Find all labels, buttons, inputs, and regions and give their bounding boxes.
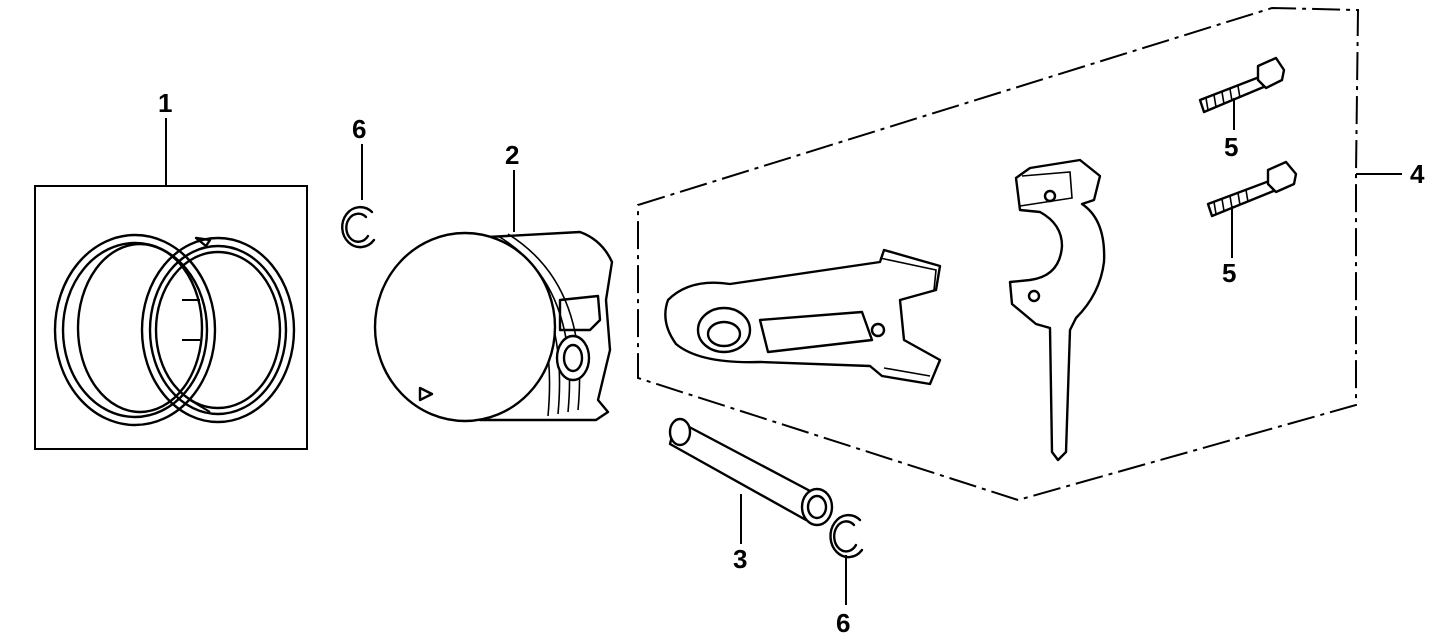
ring-set-box <box>34 185 308 450</box>
callout-6b: 6 <box>836 608 850 636</box>
piston-rings <box>53 233 296 427</box>
piston-pin[interactable] <box>668 417 834 527</box>
piston-pin-clip-lower[interactable] <box>829 513 864 559</box>
connecting-rod-assembly-boundary <box>637 6 1360 502</box>
callout-5a: 5 <box>1224 132 1238 162</box>
callout-1: 1 <box>158 88 172 118</box>
connecting-rod[interactable] <box>664 248 942 386</box>
connecting-rod-bolt-lower[interactable] <box>1206 160 1298 218</box>
piston[interactable] <box>373 230 614 423</box>
callout-3: 3 <box>733 544 747 574</box>
piston-pin-clip-upper[interactable] <box>341 205 376 249</box>
piston-ring-set[interactable] <box>34 185 308 450</box>
callout-4: 4 <box>1410 159 1425 189</box>
callout-6a: 6 <box>352 114 366 144</box>
callout-5b: 5 <box>1222 258 1236 288</box>
direction-arrow-icon <box>418 386 434 402</box>
connecting-rod-cap[interactable] <box>1008 158 1106 462</box>
callout-2: 2 <box>505 140 519 170</box>
connecting-rod-bolt-upper[interactable] <box>1198 56 1286 114</box>
